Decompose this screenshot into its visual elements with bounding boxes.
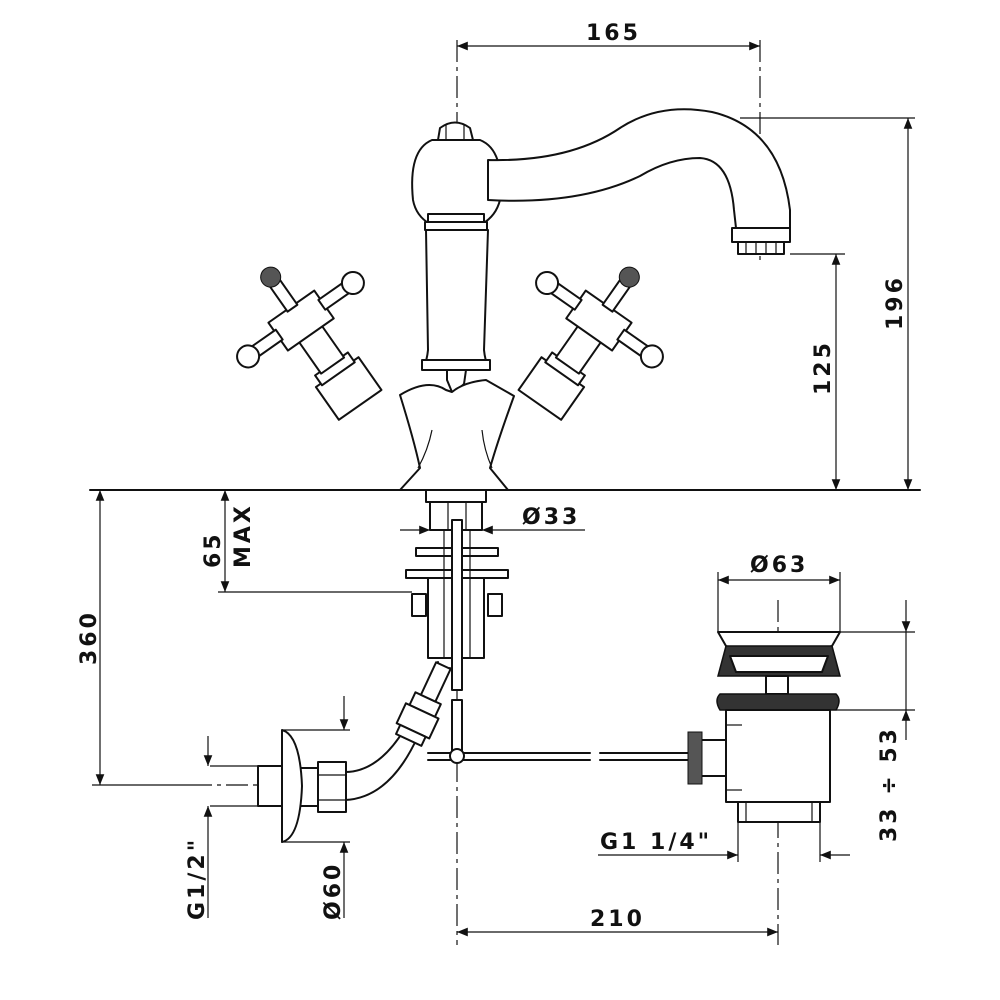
spout [487,108,791,255]
popup-rod [427,519,701,764]
right-cross-handle [517,266,664,421]
dim-total-depth: 360 [77,610,102,665]
dim-max-label: MAX [231,503,256,568]
left-cross-handle [236,266,383,421]
dimension-lines [92,41,915,937]
dim-max-deck: 65 [201,531,226,568]
dim-spout-height: 125 [811,340,836,395]
supply-hose [210,661,452,843]
dim-total-height: 196 [883,275,908,330]
dim-spout-reach: 165 [586,21,641,46]
dimension-labels: 165 196 125 Ø33 65 MAX 360 Ø63 33 ÷ 53 G… [77,21,908,932]
dim-inlet-thread: G1/2" [185,837,210,920]
popup-waste [687,631,841,823]
dim-waste-offset: 210 [590,907,645,932]
faucet-body [399,121,515,491]
dim-shank-diameter: Ø33 [522,505,580,530]
dim-flange-diameter: Ø60 [321,862,346,920]
dim-waste-adjust: 33 ÷ 53 [877,726,902,842]
dim-waste-diameter: Ø63 [750,553,808,578]
dim-waste-thread: G1 1/4" [600,830,712,855]
